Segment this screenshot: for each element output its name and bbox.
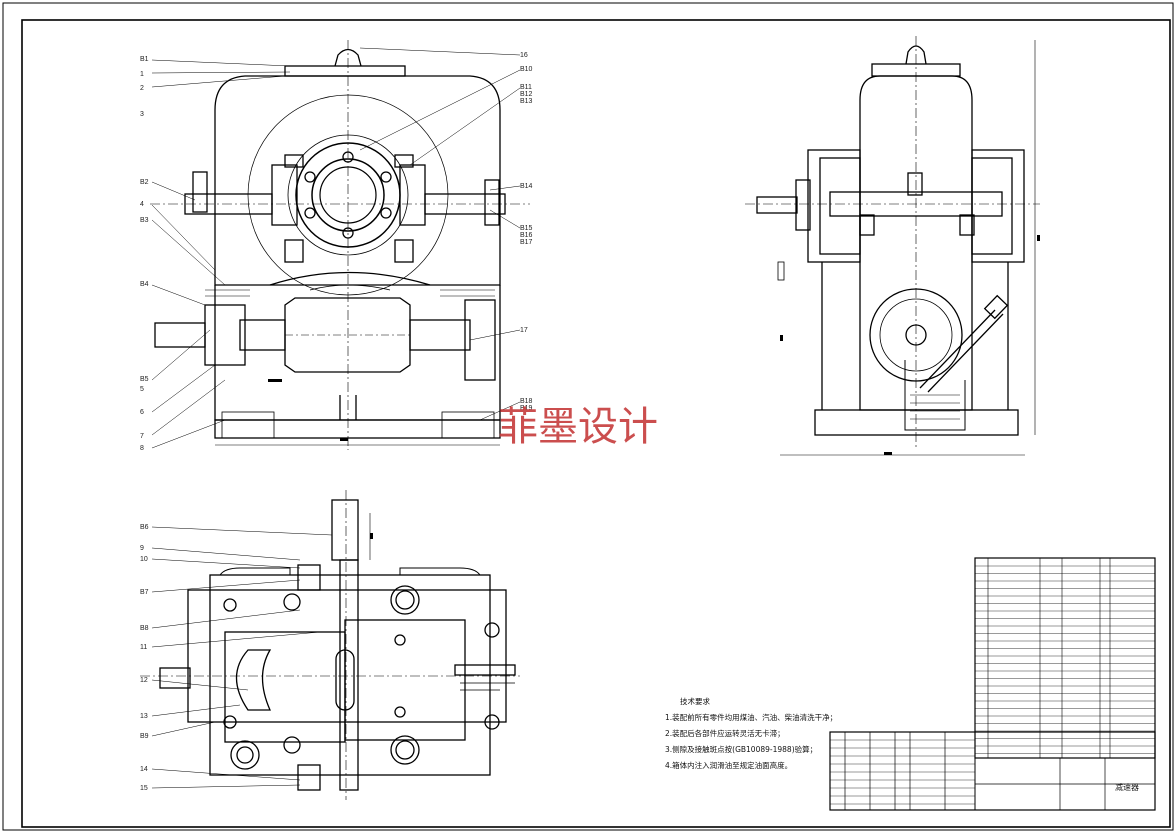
top-view (140, 490, 520, 800)
callout-label: B15 (520, 225, 533, 232)
callout-label: B17 (520, 239, 533, 246)
frame-border (21, 19, 1171, 828)
callout-label: B9 (140, 733, 149, 740)
front-leaders (151, 47, 521, 449)
callout-label: B6 (140, 524, 149, 531)
callout-label: 9 (140, 545, 144, 552)
callout-label: B12 (520, 91, 533, 98)
drawing-name: 减速器 (1115, 782, 1139, 792)
callout-label: B11 (520, 84, 532, 91)
callout-label: 10 (140, 556, 148, 563)
title-block (829, 731, 1156, 811)
note-item: 1.装配前所有零件均用煤油、汽油、柴油清洗干净； (665, 712, 837, 722)
note-item: 4.箱体内注入润滑油至规定油面高度。 (665, 760, 792, 770)
callout-label: B4 (140, 281, 149, 288)
callout-label: B2 (140, 179, 149, 186)
parts-list (974, 557, 1156, 759)
note-item: 3.侧隙及接触斑点按(GB10089-1988)验算； (665, 744, 817, 754)
notes-title: 技术要求 (680, 696, 710, 706)
callout-label: 14 (140, 766, 148, 773)
callout-label: 1 (140, 71, 144, 78)
callout-label: 6 (140, 409, 144, 416)
note-item: 2.装配后各部件应运转灵活无卡滞； (665, 728, 785, 738)
callout-label: B3 (140, 217, 149, 224)
side-view (745, 36, 1040, 456)
callout-label: 7 (140, 433, 144, 440)
callout-label: 12 (140, 677, 148, 684)
parts-list-rows (975, 565, 1155, 754)
callout-label: 11 (140, 644, 147, 651)
top-labels-left: B6 9 10 B7 B8 11 12 13 B9 14 15 (140, 524, 149, 792)
callout-label: B13 (520, 98, 533, 105)
callout-label: 2 (140, 85, 144, 92)
callout-label: B5 (140, 376, 149, 383)
front-labels-left: B1 1 2 3 B2 4 B3 B4 B5 5 6 7 8 (140, 56, 149, 452)
callout-label: 15 (140, 785, 148, 792)
front-labels-right: 16 B10 B11 B12 B13 B14 B15 B16 B17 17 B1… (520, 52, 533, 412)
front-view (150, 40, 530, 450)
callout-label: 13 (140, 713, 148, 720)
callout-label: 8 (140, 445, 144, 452)
callout-label: B7 (140, 589, 149, 596)
title-block-rows (830, 739, 975, 805)
watermark-text: 菲墨设计 (498, 404, 658, 450)
callout-label: B19 (520, 405, 533, 412)
callout-label: 16 (520, 52, 528, 59)
callout-label: 5 (140, 386, 144, 393)
callout-label: B16 (520, 232, 533, 239)
callout-label: B1 (140, 56, 149, 63)
callout-label: B10 (520, 66, 533, 73)
callout-label: 3 (140, 111, 144, 118)
callout-label: B18 (520, 398, 533, 405)
technical-notes: 技术要求 1.装配前所有零件均用煤油、汽油、柴油清洗干净； 2.装配后各部件应运… (665, 696, 837, 770)
callout-label: 17 (520, 327, 528, 334)
top-leaders (151, 526, 333, 789)
dimension-marks (268, 235, 1040, 539)
callout-label: B8 (140, 625, 149, 632)
callout-label: 4 (140, 201, 144, 208)
callout-label: B14 (520, 183, 533, 190)
